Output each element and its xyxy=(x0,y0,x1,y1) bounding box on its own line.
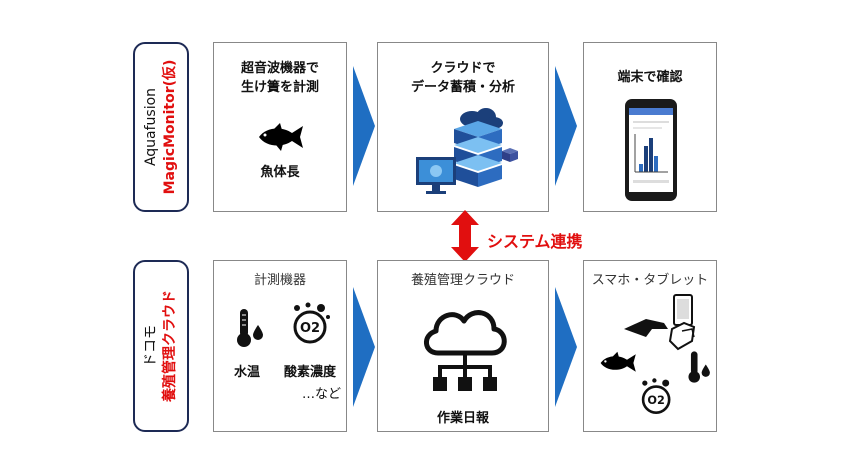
oxygen-icon-text: O2 xyxy=(300,321,320,336)
work-log-caption: 作業日報 xyxy=(436,411,489,426)
docomo-company: ドコモ xyxy=(143,325,159,367)
smartphone-tablet-title: スマホ・タブレット xyxy=(591,273,709,288)
fish-length-caption: 魚体長 xyxy=(260,165,300,180)
cloud-analysis-box: クラウドで データ蓄積・分析 xyxy=(377,42,549,212)
aquafusion-label: Aquafusion MagicMonitor(仮) xyxy=(133,42,189,212)
oxygen-small-icon-text: O2 xyxy=(647,394,664,407)
cloud-title-1: クラウドで xyxy=(430,61,496,76)
flow-arrow-bottom-1 xyxy=(353,287,375,407)
ultrasonic-measure-box: 超音波機器で 生け簀を計測 魚体長 xyxy=(213,42,347,212)
measuring-devices-title: 計測機器 xyxy=(253,273,306,288)
hands-device-icon xyxy=(624,294,696,351)
flow-arrow-top-2 xyxy=(555,66,577,186)
smartphone-icon xyxy=(625,99,677,201)
oxygen-icon: O2 xyxy=(293,302,330,344)
docomo-product: 養殖管理クラウド xyxy=(162,290,178,402)
tuna-icon xyxy=(259,123,303,151)
system-link-arrow xyxy=(451,210,479,262)
server-cloud-icon xyxy=(416,108,518,194)
ultrasonic-title-2: 生け簀を計測 xyxy=(240,80,319,95)
system-link-label: システム連携 xyxy=(487,232,583,251)
aquaculture-cloud-box: 養殖管理クラウド 作業日報 xyxy=(377,260,549,432)
oxygen-small-icon: O2 xyxy=(641,378,671,414)
ultrasonic-title-1: 超音波機器で xyxy=(240,61,319,76)
measuring-devices-box: 計測機器 O2 水温 酸素濃度 …など xyxy=(213,260,347,432)
device-check-title: 端末で確認 xyxy=(617,70,683,85)
water-temp-label: 水温 xyxy=(234,365,261,380)
fish-icon xyxy=(600,351,636,372)
cloud-network-icon xyxy=(424,310,507,391)
smartphone-tablet-box: スマホ・タブレット O2 xyxy=(583,260,717,432)
etc-label: …など xyxy=(302,387,342,402)
thermometer-small-icon xyxy=(688,351,710,383)
flow-arrow-bottom-2 xyxy=(555,287,577,407)
aquafusion-product: MagicMonitor(仮) xyxy=(162,59,178,195)
thermometer-icon xyxy=(237,309,263,347)
flow-arrow-top-1 xyxy=(353,66,375,186)
oxygen-label: 酸素濃度 xyxy=(284,365,337,380)
device-check-box: 端末で確認 xyxy=(583,42,717,212)
aquafusion-company: Aquafusion xyxy=(143,87,159,167)
aquaculture-cloud-title: 養殖管理クラウド xyxy=(410,273,515,288)
docomo-label: ドコモ 養殖管理クラウド xyxy=(133,260,189,432)
cloud-title-2: データ蓄積・分析 xyxy=(410,80,515,95)
